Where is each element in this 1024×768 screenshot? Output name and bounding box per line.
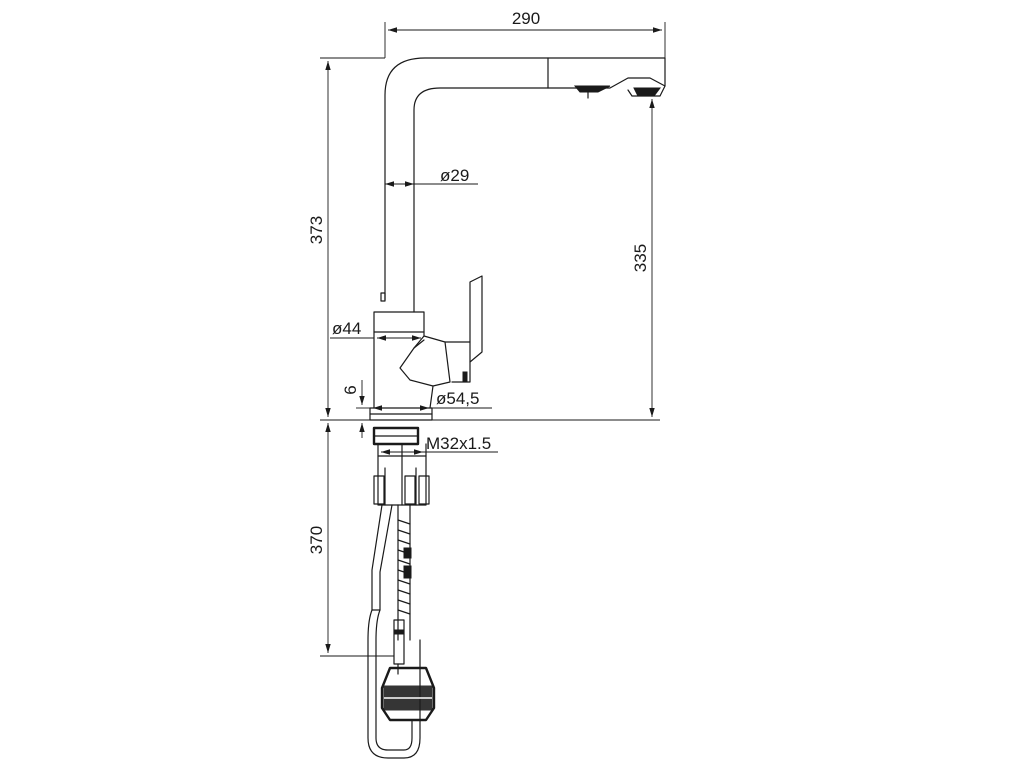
dim-label-spout-diameter: ø29 — [440, 166, 469, 185]
dim-label-base-thickness: 6 — [341, 385, 360, 394]
spray-nozzle — [573, 85, 611, 93]
dim-label-thread: M32x1.5 — [426, 434, 491, 453]
faucet-outline — [369, 57, 666, 421]
dim-label-spout-height: 335 — [631, 244, 650, 272]
dim-label-reach: 290 — [512, 9, 540, 28]
lever-handle — [444, 275, 483, 383]
dim-label-hose-length: 370 — [307, 526, 326, 554]
under-counter-assembly — [367, 426, 436, 759]
supply-pipe — [371, 504, 393, 611]
side-knob — [380, 292, 386, 302]
counterweight — [380, 666, 436, 722]
dim-label-base-diameter: ø54,5 — [436, 389, 479, 408]
dim-label-body-diameter: ø44 — [332, 319, 361, 338]
lever-housing — [399, 335, 451, 387]
dimension-lines — [320, 22, 666, 657]
aerator — [633, 87, 661, 97]
spout-outer — [384, 57, 666, 301]
dim-label-overall-height: 373 — [307, 216, 326, 244]
body-column — [373, 311, 425, 409]
spout-inner — [413, 87, 577, 313]
hose-loop — [367, 609, 421, 759]
hose-connector — [393, 619, 405, 665]
spout-tip — [547, 57, 666, 97]
